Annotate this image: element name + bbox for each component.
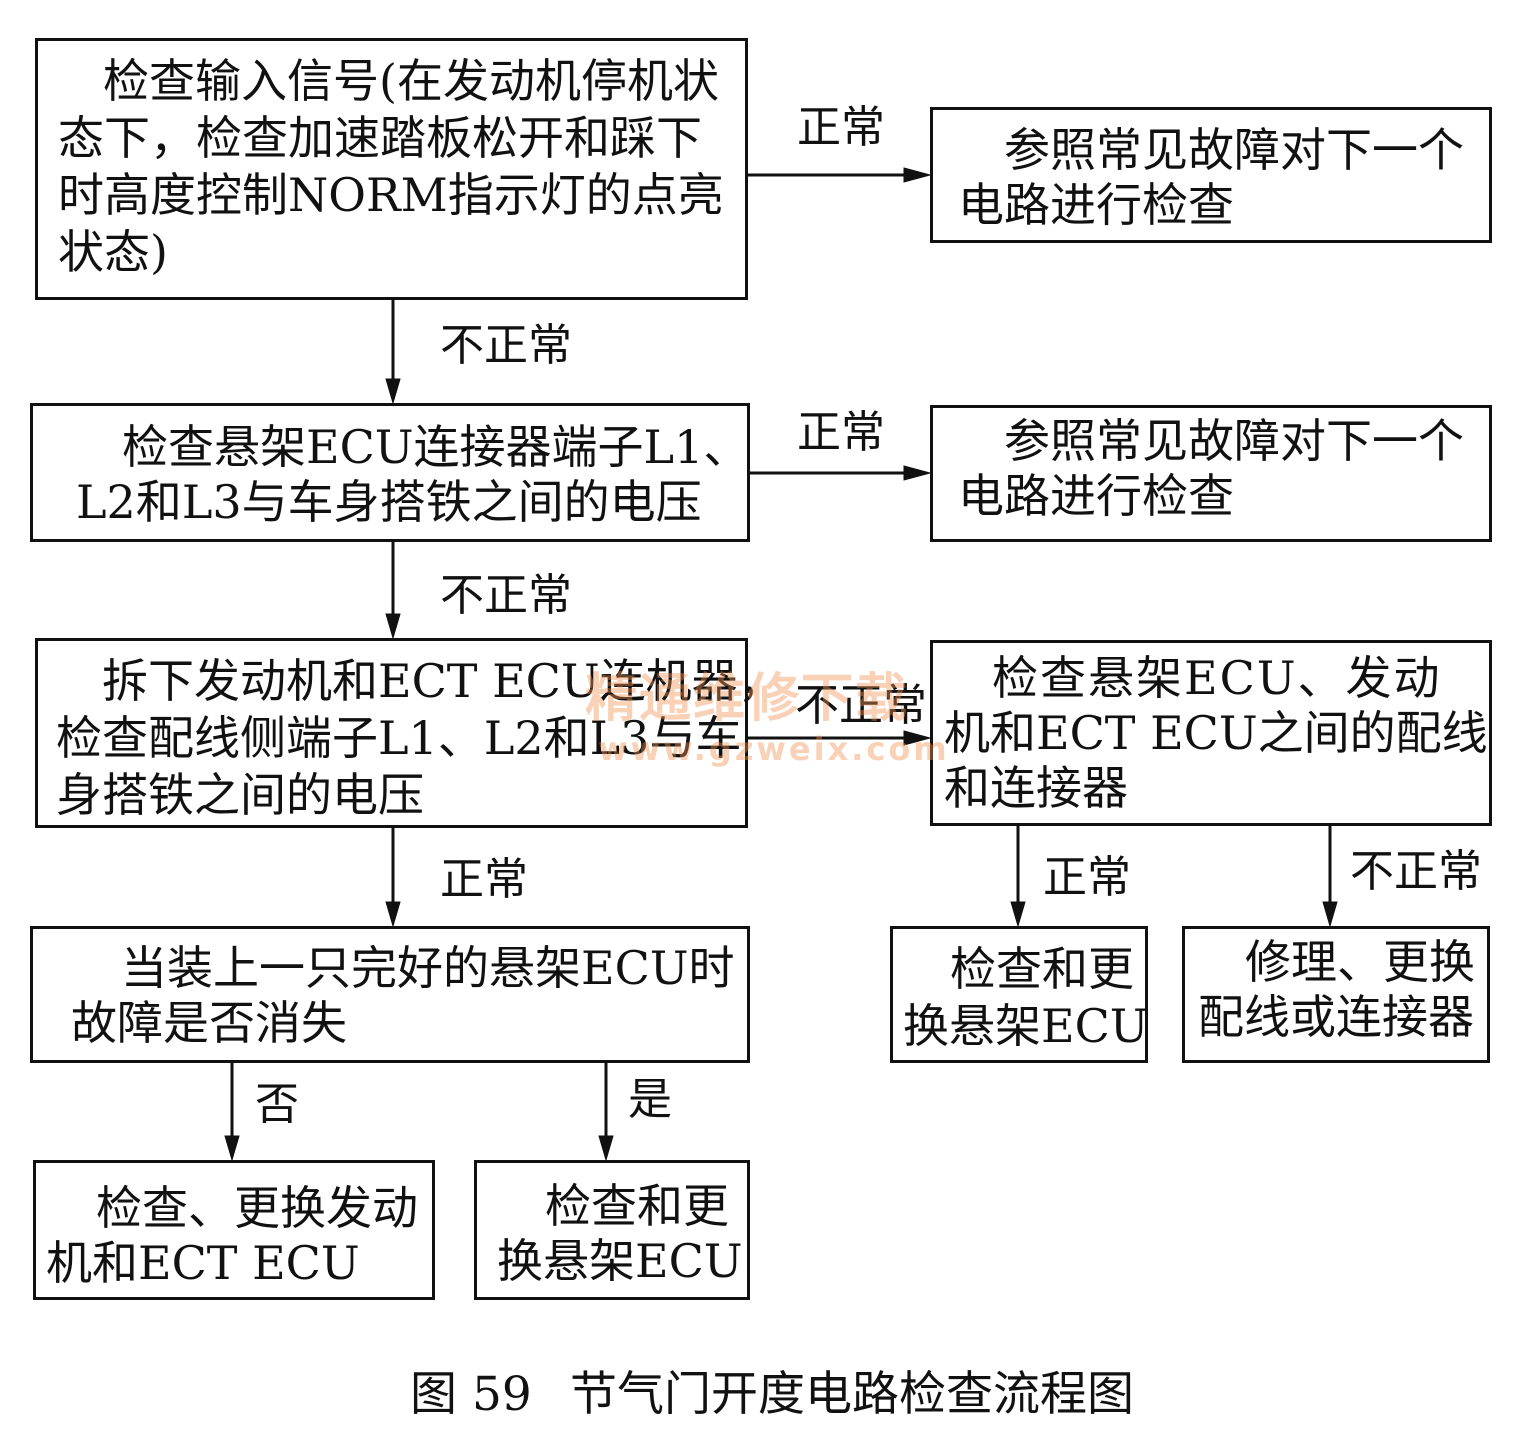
box-replace-suspension-ecu-left: 检查和更 换悬架ECU	[474, 1160, 750, 1300]
box-repair-wiring-connectors: 修理、更换 配线或连接器	[1182, 926, 1490, 1063]
box-text-line: 拆下发动机和ECT ECU连机器，	[102, 654, 784, 708]
box-text-line: 检查悬架ECU连接器端子L1、	[122, 420, 750, 474]
watermark-text: 精通维修下载	[585, 669, 910, 729]
box-text-line: 机和ECT ECU之间的配线	[944, 706, 1488, 760]
arrow-install-to-replace-engine-ecu	[224, 1063, 240, 1162]
box-text-line: 机和ECT ECU	[46, 1236, 360, 1290]
arrow-input-to-refer-1	[748, 167, 932, 183]
label-normal: 正常	[797, 407, 885, 458]
watermark-url: www.gzweix.com	[598, 730, 950, 768]
box-replace-suspension-ecu-right: 检查和更 换悬架ECU	[890, 926, 1149, 1063]
label-no: 否	[255, 1079, 299, 1130]
arrow-disconnect-to-install-ecu	[385, 828, 401, 928]
box-text-line: L2和L3与车身搭铁之间的电压	[76, 475, 702, 529]
box-text-line: 换悬架ECU	[497, 1234, 743, 1288]
box-text-line: 身搭铁之间的电压	[56, 768, 424, 822]
box-disconnect-engine-ect-ecu: 拆下发动机和ECT ECU连机器， 检查配线侧端子L1、L2和L3与车 身搭铁之…	[35, 638, 784, 828]
box-text-line: 和连接器	[944, 761, 1128, 815]
label-abnormal: 不正常	[440, 570, 572, 621]
box-text-line: 故障是否消失	[71, 996, 347, 1050]
box-text-line: 检查、更换发动	[96, 1181, 418, 1235]
box-text-line: 检查配线侧端子L1、L2和L3与车	[56, 711, 742, 765]
box-check-ecu-connector-voltage: 检查悬架ECU连接器端子L1、 L2和L3与车身搭铁之间的电压	[30, 403, 750, 542]
box-text-line: 修理、更换	[1245, 935, 1475, 989]
label-yes: 是	[628, 1074, 672, 1125]
box-refer-common-fault-1: 参照常见故障对下一个 电路进行检查	[930, 107, 1492, 243]
arrow-input-to-connector-check	[385, 300, 401, 405]
figure-title: 节气门开度电路检查流程图	[570, 1367, 1134, 1422]
box-text-line: 检查悬架ECU、发动	[992, 651, 1442, 705]
box-text-line: 参照常见故障对下一个	[1004, 414, 1464, 468]
box-text-line: 检查输入信号(在发动机停机状	[103, 54, 719, 108]
box-text-line: 态下，检查加速踏板松开和踩下	[58, 111, 702, 165]
label-abnormal: 不正常	[440, 320, 572, 371]
arrow-connector-to-disconnect	[385, 542, 401, 640]
label-normal: 正常	[797, 102, 885, 153]
box-check-wiring-connectors: 检查悬架ECU、发动 机和ECT ECU之间的配线 和连接器	[930, 640, 1492, 826]
label-normal: 正常	[1043, 852, 1131, 903]
label-abnormal: 不正常	[1350, 846, 1482, 897]
box-text-line: 时高度控制NORM指示灯的点亮	[58, 168, 724, 222]
box-check-input-signal: 检查输入信号(在发动机停机状 态下，检查加速踏板松开和踩下 时高度控制NORM指…	[35, 38, 748, 300]
box-text-line: 电路进行检查	[958, 469, 1234, 523]
box-replace-engine-ect-ecu: 检查、更换发动 机和ECT ECU	[33, 1160, 435, 1300]
box-text-line: 配线或连接器	[1198, 990, 1474, 1044]
box-install-good-ecu: 当装上一只完好的悬架ECU时 故障是否消失	[30, 926, 750, 1063]
box-text-line: 检查和更	[950, 942, 1134, 996]
box-refer-common-fault-2: 参照常见故障对下一个 电路进行检查	[930, 405, 1492, 542]
arrow-wiring-to-repair	[1322, 826, 1338, 928]
arrow-install-to-replace-suspension-ecu	[598, 1063, 614, 1162]
box-text-line: 参照常见故障对下一个	[1004, 123, 1464, 177]
label-abnormal: 不正常	[795, 680, 927, 731]
arrow-disconnect-to-wiring-check	[748, 730, 932, 746]
box-text-line: 电路进行检查	[958, 178, 1234, 232]
box-text-line: 当装上一只完好的悬架ECU时	[121, 941, 735, 995]
box-text-line: 检查和更	[545, 1179, 729, 1233]
figure-number: 图 59	[410, 1367, 532, 1422]
arrow-wiring-to-replace-suspension-ecu	[1010, 826, 1026, 928]
label-normal: 正常	[440, 854, 528, 905]
box-text-line: 状态)	[58, 225, 168, 279]
box-text-line: 换悬架ECU	[903, 999, 1149, 1053]
arrow-connector-to-refer-2	[750, 465, 932, 481]
